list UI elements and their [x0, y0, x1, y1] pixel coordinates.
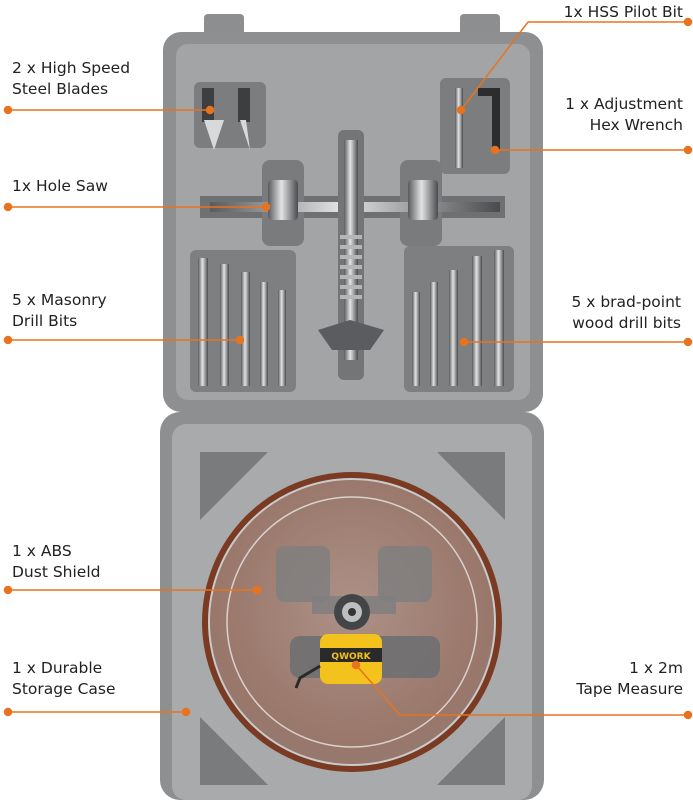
tape-measure: QWORK [294, 634, 382, 689]
label-dust-shield: 1 x ABS Dust Shield [12, 542, 101, 581]
callout-lines [3, 17, 693, 720]
label-masonry-bits: 5 x Masonry Drill Bits [12, 291, 107, 330]
hole-saw [200, 130, 505, 380]
label-storage-case: 1 x Durable Storage Case [12, 659, 116, 698]
label-brad-point-bits: 5 x brad-point wood drill bits [571, 293, 681, 332]
label-hex-wrench: 1 x Adjustment Hex Wrench [565, 95, 683, 134]
label-steel-blades: 2 x High Speed Steel Blades [12, 59, 131, 98]
blades-pocket [194, 82, 266, 150]
brad-point-bits [404, 246, 514, 392]
tape-brand-text: QWORK [331, 652, 371, 662]
label-pilot-bit: 1x HSS Pilot Bit [563, 3, 683, 21]
label-tape-measure: 1 x 2m Tape Measure [576, 659, 683, 698]
label-hole-saw: 1x Hole Saw [12, 177, 108, 195]
masonry-bits [190, 250, 296, 392]
dust-shield [202, 472, 502, 772]
